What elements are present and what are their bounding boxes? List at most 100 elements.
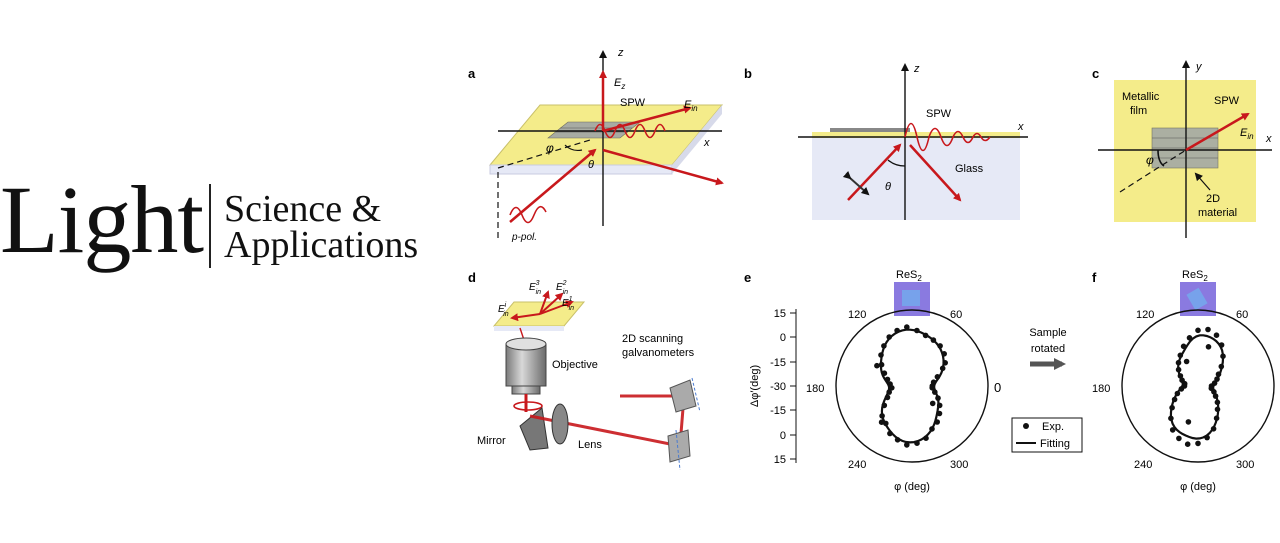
exp-point-e-20: [886, 389, 892, 395]
sample-rotated-annotation: Sample rotated: [1029, 327, 1067, 370]
exp-point-e-14: [878, 352, 884, 358]
rotation-axis-1: [691, 377, 701, 413]
x-axis-label: x: [1017, 121, 1024, 133]
galvanometer-label-line1: 2D scanning: [622, 333, 683, 345]
material-pointer: [1194, 172, 1211, 191]
panel-label-d: d: [468, 270, 476, 285]
panel-a: a z x Ez SPW Ein φ θ p-pol.: [468, 47, 724, 243]
exp-point-f-33: [1212, 393, 1219, 399]
ytick-6: 15: [774, 454, 786, 466]
galvanometer-label-line2: galvanometers: [622, 347, 695, 359]
projection-dashed-line: [1119, 149, 1187, 193]
panel-c: c y x Metallic film SPW Ein φ 2D materia…: [1092, 60, 1272, 238]
exp-point-e-39: [929, 400, 936, 407]
exp-point-f-6: [1218, 342, 1225, 348]
exp-point-f-30: [1213, 415, 1220, 422]
exp-point-f-19: [1178, 386, 1185, 392]
e1-arrow: [539, 300, 574, 315]
angle-300-e: 300: [950, 459, 968, 471]
exp-point-e-26: [894, 437, 901, 443]
ein-label: Ein: [1240, 127, 1254, 141]
z-axis-label: z: [617, 47, 624, 59]
angle-300-f: 300: [1236, 459, 1254, 471]
radial-ticks-e: 15 0 -15 -30 -15 0 15: [770, 308, 796, 466]
angle-180-e: 180: [806, 383, 824, 395]
ei-arrow: [510, 313, 541, 322]
exp-point-f-9: [1195, 327, 1201, 334]
exp-point-e-30: [929, 426, 935, 432]
2d-material-flake: [1151, 127, 1219, 169]
exp-point-f-13: [1175, 359, 1182, 366]
exp-point-e-22: [881, 402, 888, 409]
lens-shape: [551, 403, 569, 445]
exp-point-e-4: [942, 360, 948, 366]
exp-point-f-27: [1195, 440, 1201, 447]
material-label-line1: 2D: [1206, 193, 1220, 205]
exp-point-f-20: [1174, 390, 1181, 397]
ez-label: Ez: [614, 77, 625, 91]
ytick-4: -15: [770, 405, 786, 417]
angle-60-e: 60: [950, 309, 962, 321]
exp-point-e-7: [930, 337, 937, 343]
exp-point-f-37: [1185, 419, 1192, 425]
exp-point-e-37: [874, 362, 880, 369]
phi-label: φ: [1146, 153, 1154, 167]
panel-label-a: a: [468, 66, 476, 81]
beam-rotation-indicator: [513, 401, 543, 411]
exp-point-f-3: [1215, 371, 1222, 378]
ytick-2: -15: [770, 357, 786, 369]
e3-arrow: [539, 290, 550, 315]
sample-substrate: [494, 326, 564, 331]
exp-point-f-14: [1175, 366, 1182, 373]
exp-point-f-4: [1218, 363, 1225, 370]
exp-point-e-23: [879, 413, 885, 419]
spw-label: SPW: [620, 97, 646, 109]
exp-point-e-24: [883, 420, 889, 427]
objective-lens: [505, 337, 547, 395]
exp-point-e-12: [886, 334, 892, 340]
exp-point-f-10: [1186, 335, 1193, 341]
sample-flake-e: [902, 290, 920, 306]
exp-point-e-3: [939, 365, 946, 372]
incident-pulse: [509, 205, 547, 224]
exp-point-e-13: [881, 343, 887, 349]
exp-point-e-35: [932, 389, 938, 395]
exp-point-f-24: [1169, 427, 1176, 433]
incident-beam: [509, 148, 597, 223]
phi-arc: [564, 144, 583, 152]
angle-120-e: 120: [848, 309, 866, 321]
xlabel-f: φ (deg): [1180, 481, 1216, 493]
objective-label: Objective: [552, 359, 598, 371]
logo-subtitle-line1: Science &: [224, 188, 382, 230]
logo-word: Light: [0, 166, 204, 273]
fitting-curve-f: [1169, 334, 1225, 440]
exp-point-f-21: [1171, 396, 1178, 403]
substrate-side: [672, 105, 722, 174]
spw-label: SPW: [926, 108, 952, 120]
exp-point-e-38: [878, 419, 885, 426]
exp-point-e-16: [881, 370, 888, 377]
galvanometer-mirror-2: [667, 429, 691, 463]
exp-point-e-17: [884, 376, 891, 383]
exp-point-f-2: [1214, 376, 1220, 382]
2d-material-side: [830, 128, 910, 132]
angle-labels-f: 120 60 180 240 300: [1092, 309, 1254, 471]
exp-point-e-32: [936, 410, 943, 417]
lens-label: Lens: [578, 439, 602, 451]
exp-point-e-11: [894, 327, 900, 334]
glass-label: Glass: [955, 163, 984, 175]
journal-logo: Light Science & Applications: [0, 172, 460, 282]
exp-point-e-31: [934, 419, 940, 425]
theta-label: θ: [885, 181, 891, 193]
spw-label: SPW: [1214, 95, 1240, 107]
exp-point-e-36: [929, 385, 935, 391]
panel-label-b: b: [744, 66, 752, 81]
legend-fit-label: Fitting: [1040, 438, 1070, 450]
mirror-label: Mirror: [477, 435, 506, 447]
exp-point-f-35: [1208, 385, 1215, 392]
xlabel-e: φ (deg): [894, 481, 930, 493]
